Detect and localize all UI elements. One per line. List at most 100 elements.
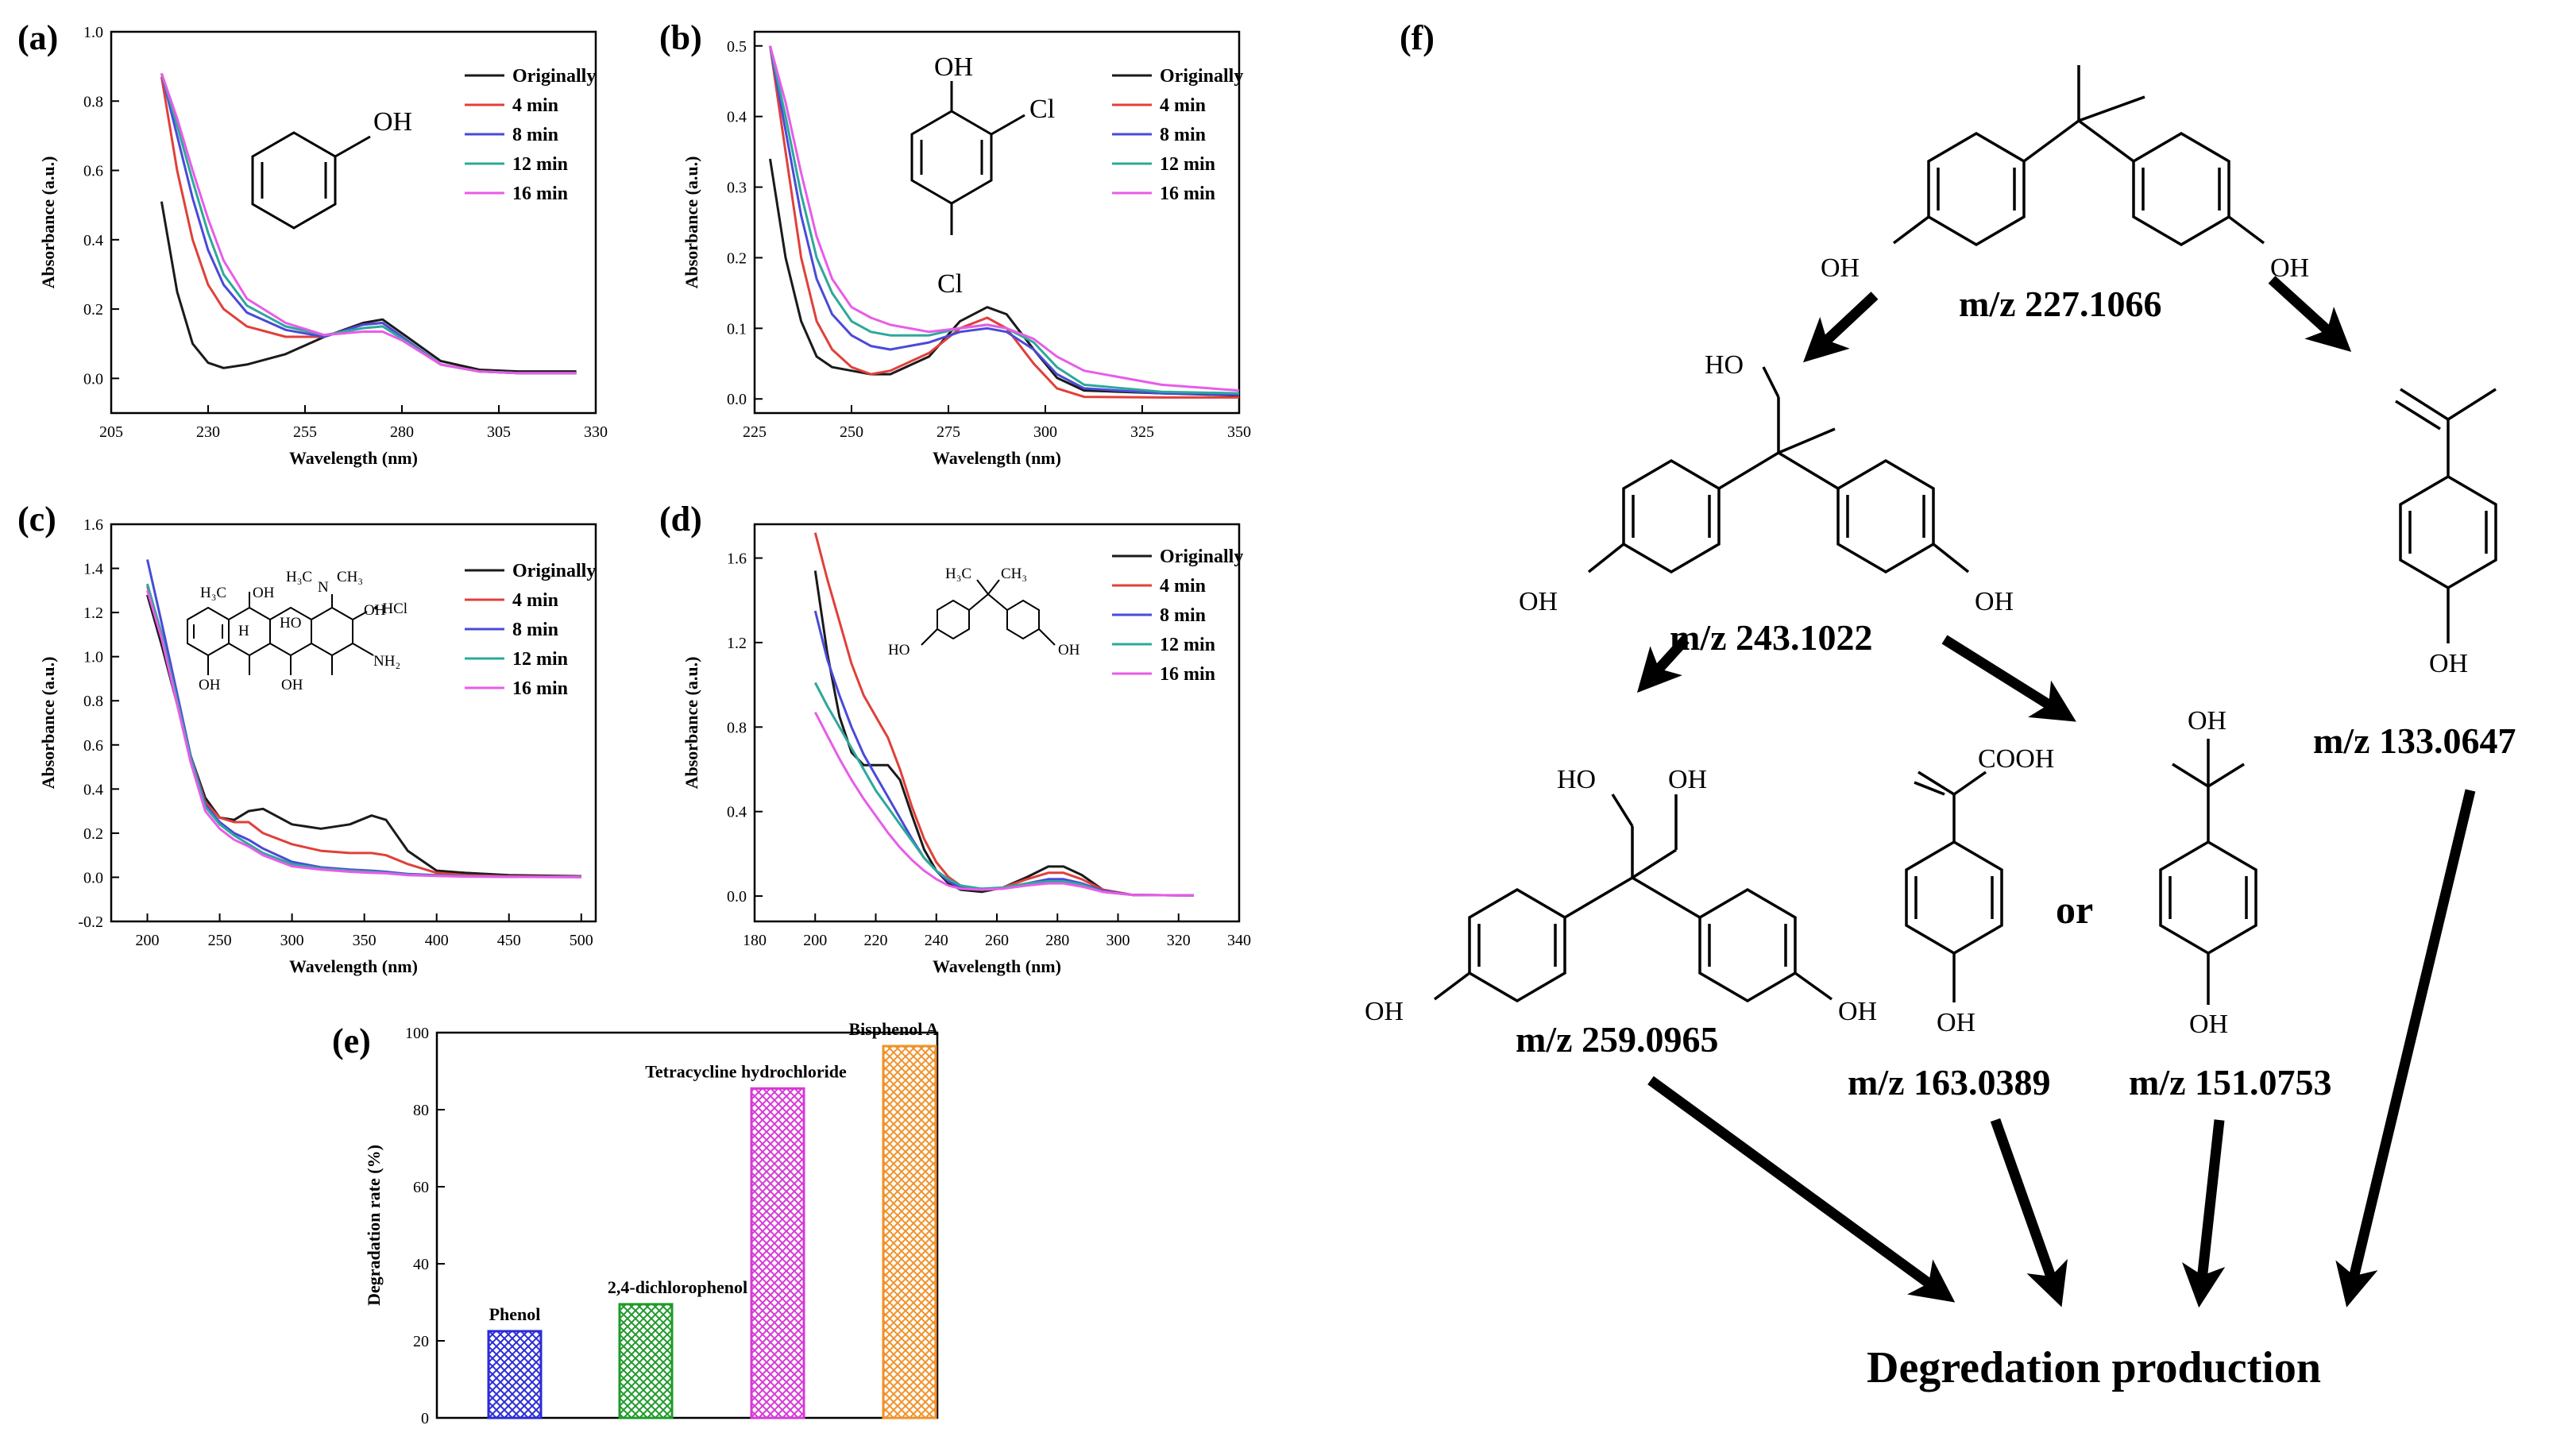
dcp-cl1-label: Cl	[1029, 95, 1055, 124]
tc-ho-label: HO	[280, 615, 301, 631]
bpa-ch3-label: CH₃	[1001, 566, 1027, 582]
bar-0	[487, 1330, 543, 1419]
arrow-259-to-final	[1647, 1076, 1956, 1303]
tc-hcl-label: • HCl	[373, 601, 407, 617]
x-tick-label-a: 205	[99, 423, 123, 441]
y-axis-title-d: Absorbance (a.u.)	[682, 657, 701, 790]
panel-letter-d: (d)	[659, 500, 702, 539]
legend-label-b-3: 12 min	[1160, 154, 1215, 175]
bar-2	[750, 1087, 805, 1419]
y-tick-label-a: 0.6	[83, 163, 103, 180]
tc-oh1-label: OH	[253, 585, 275, 601]
pathway-oh-227-left: OH	[1821, 253, 1860, 283]
plot-frame-a	[110, 30, 597, 415]
legend-label-a-0: Originally	[512, 66, 596, 87]
x-tick-label-d: 180	[743, 932, 767, 949]
x-tick-label-d: 200	[803, 932, 827, 949]
series-line-c-4	[146, 589, 581, 879]
y-tick-label-a: 1.0	[83, 24, 103, 41]
y-tick-label-b: 0.3	[727, 180, 747, 197]
y-tick-label-e: 0	[421, 1410, 429, 1427]
legend-label-c-0: Originally	[512, 561, 596, 581]
series-line-b-3	[769, 45, 1240, 395]
series-line-a-3	[160, 72, 577, 375]
y-tick-label-d: 0.0	[727, 888, 747, 906]
series-line-b-4	[769, 45, 1240, 392]
arrow-133-to-final	[2335, 789, 2476, 1307]
pathway-arrows	[1636, 276, 2476, 1308]
mz-151-label: m/z 151.0753	[2129, 1062, 2332, 1103]
structure-bisphenol-a-small	[921, 579, 1056, 646]
legend-label-d-3: 12 min	[1160, 635, 1215, 655]
pathway-cooh-163: COOH	[1978, 744, 2054, 774]
tc-h-label: H	[238, 623, 249, 639]
y-tick-label-c: -0.2	[78, 913, 103, 931]
y-tick-label-c: 1.2	[83, 604, 103, 622]
plot-frame-b	[753, 30, 1241, 415]
pathway-oh-227-right: OH	[2270, 253, 2309, 283]
x-tick-label-d: 300	[1106, 932, 1130, 949]
panel-letter-b: (b)	[659, 18, 702, 57]
legend-label-c-1: 4 min	[512, 590, 558, 611]
y-axis-title-b: Absorbance (a.u.)	[682, 156, 701, 289]
series-line-d-3	[813, 682, 1194, 897]
pathway-structures	[1433, 65, 2497, 1005]
x-tick-label-c: 300	[280, 932, 304, 949]
or-label: or	[2056, 887, 2093, 932]
x-tick-label-c: 250	[208, 932, 232, 949]
mz-133-label: m/z 133.0647	[2313, 720, 2516, 761]
x-tick-label-c: 350	[353, 932, 377, 949]
legend-label-b-4: 16 min	[1160, 183, 1215, 204]
panel-letter-a: (a)	[17, 18, 58, 57]
tc-oh4-label: OH	[281, 677, 303, 693]
phenol-oh-label: OH	[373, 107, 412, 137]
legend-label-a-2: 8 min	[512, 125, 558, 145]
x-tick-label-b: 300	[1033, 423, 1057, 441]
pathway-oh-243-left: OH	[1519, 587, 1558, 616]
x-axis-title-d: Wavelength (nm)	[933, 956, 1061, 976]
legend-label-a-4: 16 min	[512, 183, 568, 204]
y-axis-title-e: Degradation rate (%)	[364, 1145, 384, 1306]
legend-label-b-1: 4 min	[1160, 95, 1206, 116]
panel-letter-e: (e)	[332, 1022, 371, 1060]
y-tick-label-d: 0.4	[727, 804, 747, 821]
legend-label-b-2: 8 min	[1160, 125, 1206, 145]
x-tick-label-b: 225	[743, 423, 767, 441]
y-tick-label-b: 0.4	[727, 109, 747, 126]
mz-163-label: m/z 163.0389	[1848, 1062, 2051, 1103]
pathway-oh-151-top: OH	[2188, 706, 2226, 736]
arrow-227-to-133	[2268, 276, 2352, 353]
x-tick-label-b: 350	[1227, 423, 1251, 441]
arrow-243-to-259	[1636, 635, 1690, 693]
pathway-oh-243-right: OH	[1975, 587, 2014, 616]
bpa-h3c-label: H₃C	[945, 566, 971, 582]
panel-letter-c: (c)	[17, 500, 56, 539]
tc-oh2-label: OH	[364, 602, 386, 619]
x-tick-label-a: 230	[196, 423, 220, 441]
y-tick-label-a: 0.2	[83, 301, 103, 319]
plot-frame-c	[110, 523, 597, 923]
bar-category-label-3: Bisphenol A	[848, 1019, 938, 1039]
x-tick-label-a: 330	[584, 423, 608, 441]
structure-dichlorophenol	[910, 81, 1025, 235]
series-line-b-0	[769, 158, 1240, 397]
pathway-oh-163: OH	[1937, 1008, 1975, 1037]
y-tick-label-c: 0.4	[83, 781, 103, 798]
x-tick-label-c: 450	[497, 932, 521, 949]
y-tick-label-e: 20	[413, 1333, 429, 1350]
x-tick-label-b: 325	[1130, 423, 1154, 441]
panel-letter-f: (f)	[1400, 18, 1435, 57]
y-tick-label-b: 0.5	[727, 38, 747, 56]
legend-label-c-4: 16 min	[512, 678, 568, 699]
tc-oh3-label: OH	[199, 677, 221, 693]
structure-tetracycline	[187, 592, 374, 675]
y-tick-label-e: 60	[413, 1179, 429, 1196]
y-tick-label-c: 0.8	[83, 693, 103, 710]
legend-label-c-3: 12 min	[512, 649, 568, 670]
y-tick-label-d: 0.8	[727, 719, 747, 736]
y-tick-label-b: 0.0	[727, 391, 747, 408]
y-tick-label-d: 1.2	[727, 635, 747, 652]
pathway-oh-259-left: OH	[1365, 997, 1404, 1026]
